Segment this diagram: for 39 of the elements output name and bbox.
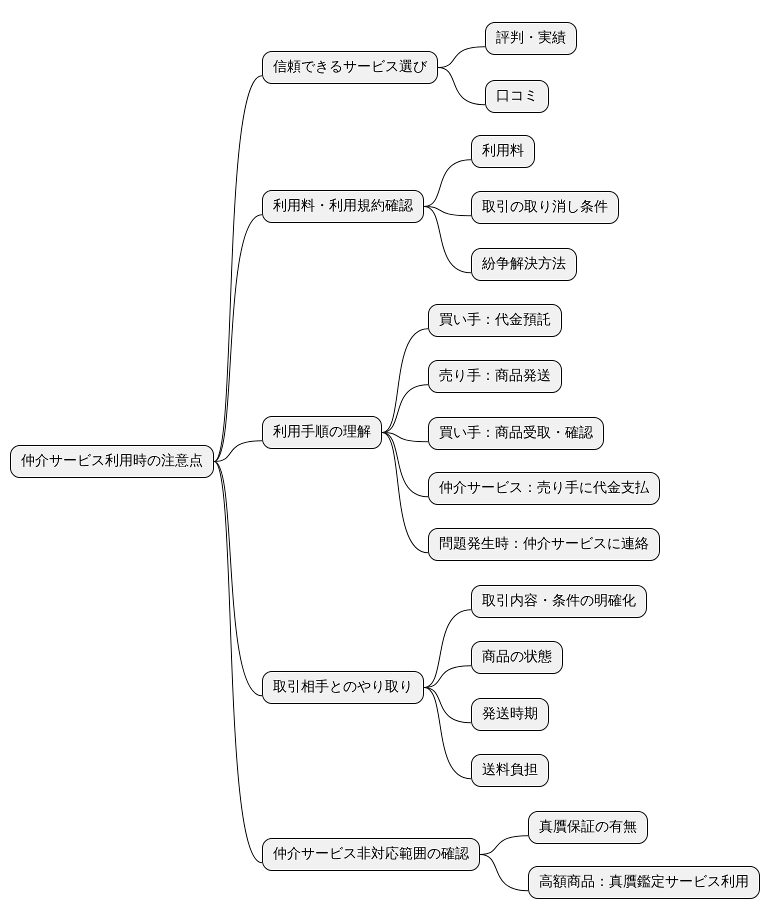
connector-line (214, 440, 262, 462)
connector-line (424, 609, 472, 688)
topic-box: 信頼できるサービス選び (262, 51, 438, 84)
connector-line (214, 75, 262, 462)
topic-box: 買い手：商品受取・確認 (428, 417, 604, 450)
topic-box: 利用料・利用規約確認 (262, 190, 424, 223)
connector-line (214, 461, 262, 696)
topic-box: 仲介サービス非対応範囲の確認 (262, 838, 480, 871)
topic-box: 評判・実績 (485, 22, 577, 55)
topic-box: 発送時期 (471, 698, 549, 731)
topic-box: 高額商品：真贋鑑定サービス利用 (528, 866, 760, 899)
topic-box: 問題発生時：仲介サービスに連絡 (428, 528, 660, 561)
connector-line (382, 432, 428, 554)
topic-box: 取引の取り消し条件 (471, 191, 619, 224)
connector-line (214, 214, 262, 462)
topic-box: 利用料 (471, 135, 535, 168)
connector-line (424, 687, 472, 724)
connector-line (424, 206, 472, 274)
topic-box: 仲介サービス利用時の注意点 (10, 445, 214, 478)
topic-box: 仲介サービス：売り手に代金支払 (428, 472, 660, 505)
connector-line (424, 159, 472, 207)
topic-box: 売り手：商品発送 (428, 360, 562, 393)
topic-box: 真贋保証の有無 (528, 811, 648, 844)
connector-line (382, 384, 428, 433)
connector-line (382, 328, 428, 433)
topic-box: 取引内容・条件の明確化 (471, 585, 647, 618)
connector-line (214, 461, 262, 864)
topic-box: 買い手：代金預託 (428, 304, 562, 337)
topic-box: 口コミ (485, 80, 549, 113)
connector-line (438, 67, 486, 106)
connector-line (424, 687, 472, 780)
topic-box: 商品の状態 (471, 641, 563, 674)
topic-box: 利用手順の理解 (262, 416, 382, 449)
topic-box: 紛争解決方法 (471, 248, 577, 281)
topic-box: 取引相手とのやり取り (262, 671, 424, 704)
connector-line (480, 854, 528, 892)
connector-line (382, 432, 428, 442)
topic-box: 送料負担 (471, 754, 549, 787)
connector-line (424, 206, 472, 216)
